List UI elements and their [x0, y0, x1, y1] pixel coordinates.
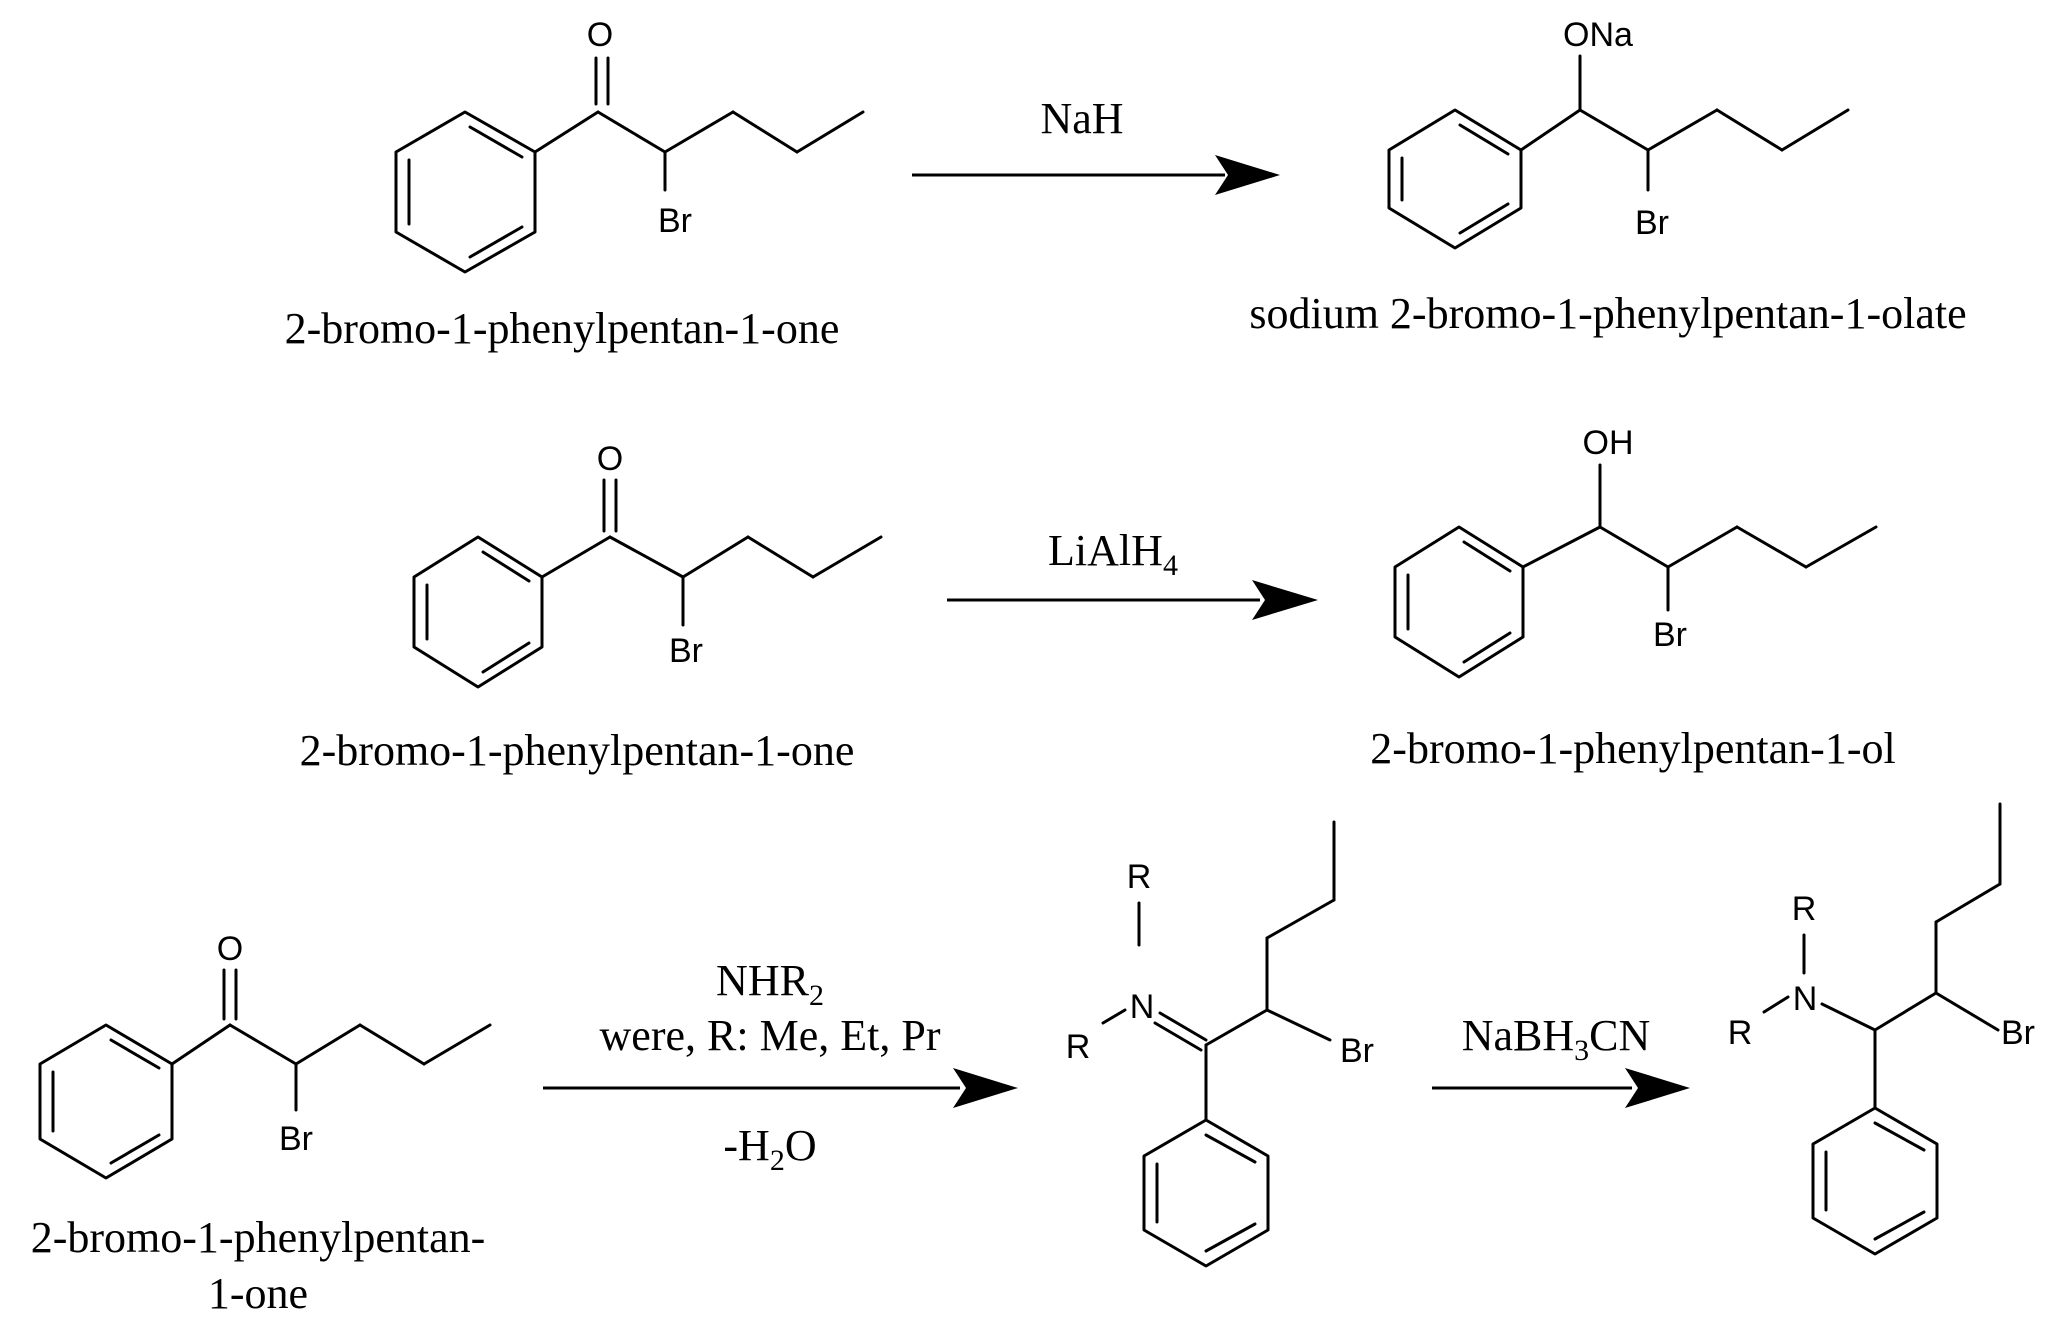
imine-nitrogen-label: N	[1130, 988, 1155, 1026]
reactant-3-structure: O Br	[38, 930, 492, 1180]
bromine-label: Br	[1340, 1032, 1374, 1070]
phenyl-ring	[394, 110, 537, 274]
reagent-nabh3cn: NaBH3CN	[1462, 1011, 1651, 1067]
bromine-label: Br	[1635, 204, 1669, 242]
carbonyl-oxygen-label: O	[217, 930, 243, 968]
carbonyl-oxygen-label: O	[587, 16, 613, 54]
phenyl-ring	[1142, 1118, 1270, 1268]
reaction-arrow-2	[947, 580, 1318, 620]
carbonyl-oxygen-label: O	[597, 440, 623, 478]
reactant-1-structure: O Br	[394, 16, 865, 274]
amine-nitrogen-label: N	[1793, 980, 1818, 1018]
hydroxyl-label: OH	[1583, 424, 1634, 462]
r-group-label: R	[1728, 1014, 1753, 1052]
product-1-name: sodium 2-bromo-1-phenylpentan-1-olate	[1249, 289, 1966, 338]
bromine-label: Br	[658, 202, 692, 240]
sodium-alkoxide-label: ONa	[1563, 16, 1633, 54]
bromine-label: Br	[669, 632, 703, 670]
reagent-nah: NaH	[1040, 94, 1123, 143]
reaction-arrow-4	[1432, 1068, 1690, 1108]
r-group-label: R	[1066, 1028, 1091, 1066]
phenyl-ring	[412, 535, 544, 689]
bromine-label: Br	[2001, 1014, 2035, 1052]
product-2-name: 2-bromo-1-phenylpentan-1-ol	[1370, 724, 1895, 773]
imine-intermediate-structure: R N R Br	[1066, 820, 1374, 1268]
product-1-structure: ONa Br	[1387, 16, 1850, 250]
reagent-r-condition: were, R: Me, Et, Pr	[600, 1011, 941, 1060]
phenyl-ring	[38, 1023, 174, 1180]
reactant-3-name-line2: 1-one	[208, 1269, 308, 1318]
phenyl-ring	[1811, 1106, 1939, 1256]
bromine-label: Br	[279, 1120, 313, 1158]
r-group-label: R	[1127, 858, 1152, 896]
reactant-3-name-line1: 2-bromo-1-phenylpentan-	[31, 1213, 486, 1262]
reagent-nhr2: NHR2	[716, 956, 824, 1012]
reagent-water-loss: -H2O	[723, 1121, 816, 1177]
phenyl-ring	[1393, 525, 1525, 679]
phenyl-ring	[1387, 108, 1523, 250]
reactant-1-name: 2-bromo-1-phenylpentan-1-one	[285, 304, 840, 353]
reactant-2-name: 2-bromo-1-phenylpentan-1-one	[300, 726, 855, 775]
product-2-structure: OH Br	[1393, 424, 1878, 679]
reaction-arrow-3	[543, 1068, 1018, 1108]
amine-product-structure: R N R Br	[1728, 802, 2035, 1256]
bromine-label: Br	[1653, 616, 1687, 654]
reactant-2-structure: O Br	[412, 440, 883, 689]
r-group-label: R	[1792, 890, 1817, 928]
reagent-lialh4: LiAlH4	[1048, 526, 1178, 582]
reaction-arrow-1	[912, 155, 1280, 195]
